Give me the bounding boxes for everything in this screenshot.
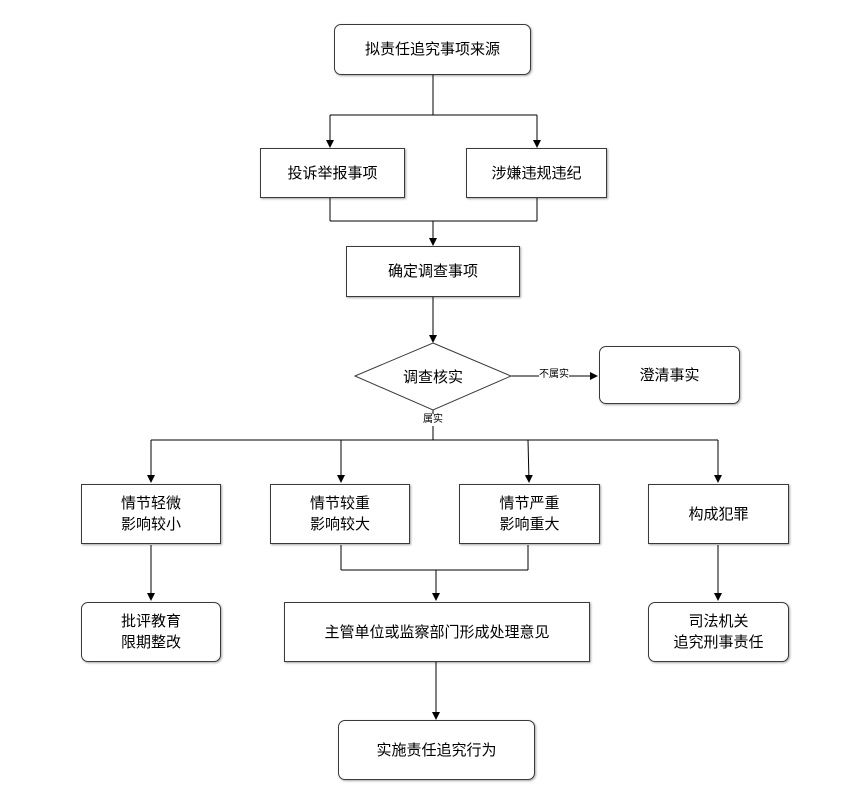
verify-diamond-shape	[353, 342, 513, 411]
node-implement: 实施责任追究行为	[338, 720, 535, 780]
node-verify: 调查核实	[402, 367, 463, 386]
node-judicial: 司法机关 追究刑事责任	[648, 602, 789, 662]
node-violation: 涉嫌违规违纪	[466, 148, 607, 198]
node-heavier: 情节较重 影响较大	[270, 484, 410, 544]
node-opinion: 主管单位或监察部门形成处理意见	[284, 602, 590, 662]
node-complaint: 投诉举报事项	[260, 148, 405, 198]
node-criticize: 批评教育 限期整改	[81, 602, 221, 662]
label-not-true: 不属实	[539, 369, 569, 381]
node-crime: 构成犯罪	[648, 484, 789, 544]
node-confirm: 确定调查事项	[346, 246, 520, 297]
label-true: 属实	[423, 414, 443, 426]
node-minor: 情节轻微 影响较小	[81, 484, 221, 544]
node-clarify: 澄清事实	[599, 346, 740, 404]
node-serious: 情节严重 影响重大	[459, 484, 600, 544]
node-source: 拟责任追究事项来源	[334, 24, 531, 75]
